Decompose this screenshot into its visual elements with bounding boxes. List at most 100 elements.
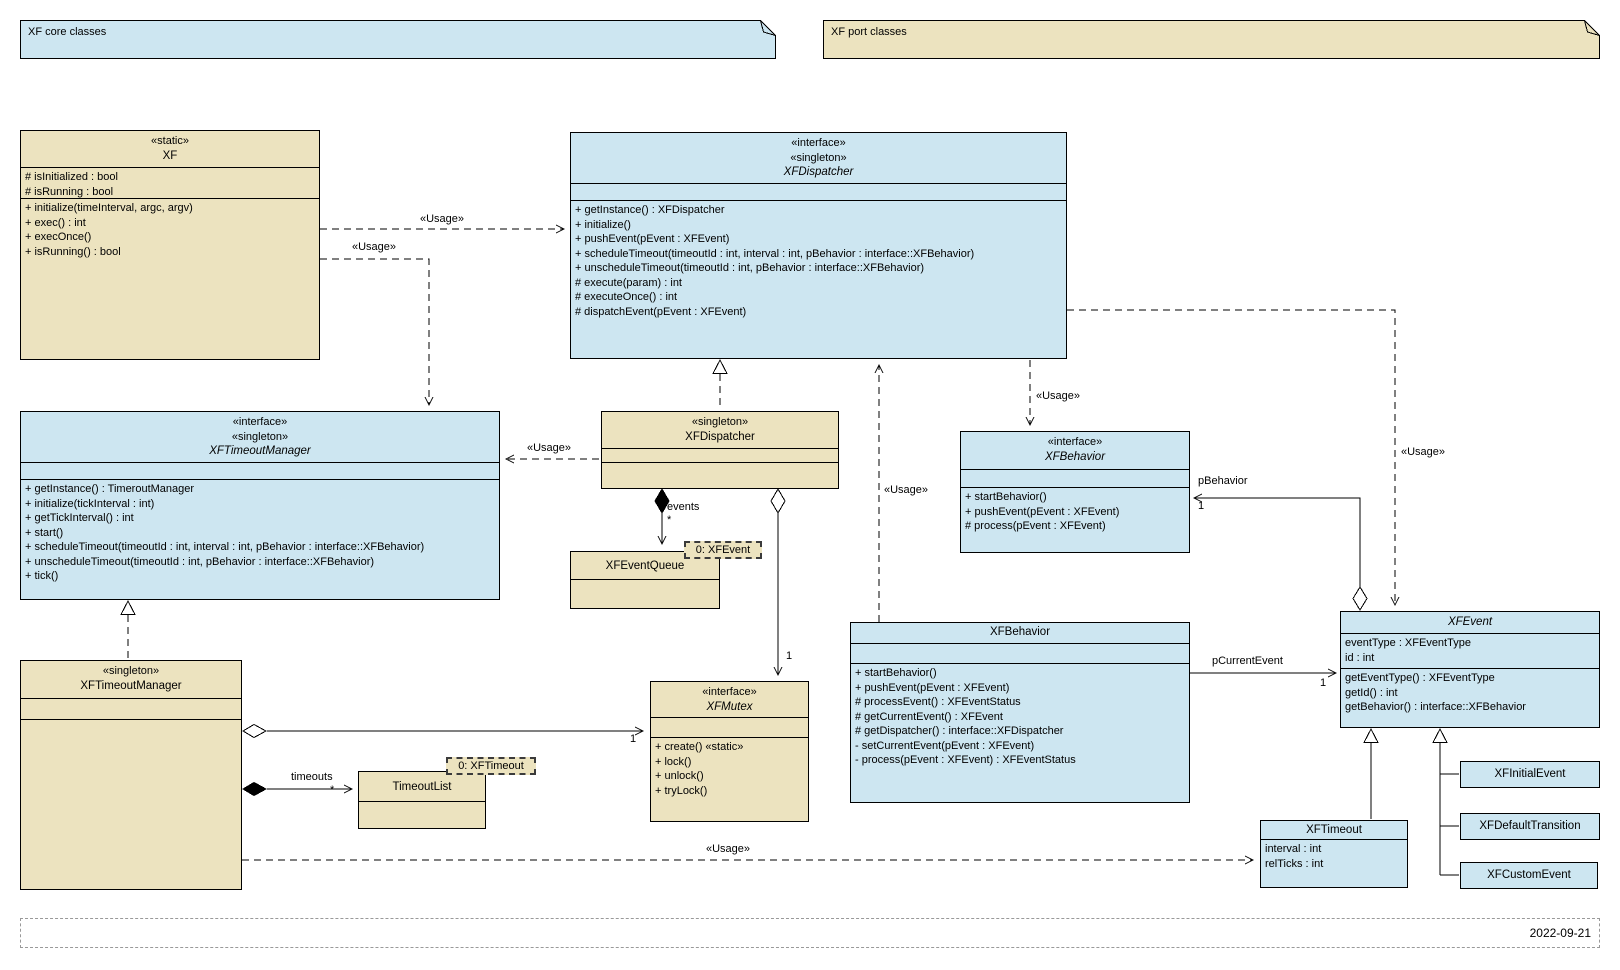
object-xftimeout: 0: XFTimeout	[446, 757, 536, 775]
edge-label-pcurrentevent: pCurrentEvent	[1212, 655, 1283, 667]
class-timeoutlist-header: TimeoutList	[359, 772, 485, 802]
class-xfdispatcher-interface-header: «interface» «singleton» XFDispatcher	[571, 133, 1066, 184]
note-xf-port-classes-shape	[823, 20, 1600, 59]
object-xftimeout-label: 0: XFTimeout	[458, 760, 524, 772]
class-xfmutex-attributes	[651, 718, 808, 738]
object-xfevent: 0: XFEvent	[684, 541, 762, 559]
class-xfmutex-operations: + create() «static»+ lock()+ unlock()+ t…	[655, 741, 744, 797]
edge-label-usage: «Usage»	[884, 484, 929, 496]
class-xfdispatcher-interface: «interface» «singleton» XFDispatcher + g…	[570, 132, 1067, 359]
class-name: XFTimeoutManager	[80, 679, 182, 692]
class-timeoutlist: TimeoutList	[358, 771, 486, 829]
edge-label-usage: «Usage»	[1401, 446, 1446, 458]
edge-usage-xfdispatcher-to-xfevent	[1067, 309, 1400, 607]
class-name: TimeoutList	[392, 781, 452, 793]
class-xfeventqueue-body	[571, 580, 719, 608]
class-xfbehavior-interface-header: «interface» XFBehavior	[961, 432, 1189, 470]
class-xfbehavior-interface-attributes	[961, 470, 1189, 488]
class-xfeventqueue: XFEventQueue	[570, 551, 720, 609]
composition-diamond-icon	[242, 781, 268, 797]
note-fold-icon	[760, 20, 776, 36]
diagram-date-strip: 2022-09-21	[20, 918, 1600, 948]
class-xfmutex-header: «interface» XFMutex	[651, 682, 808, 718]
edge-label-usage: «Usage»	[352, 241, 397, 253]
class-xftimeout-header: XFTimeout	[1261, 821, 1407, 840]
edge-label-multiplicity-one: 1	[1320, 677, 1327, 689]
edge-label-multiplicity-one: 1	[786, 650, 793, 662]
class-xftimeoutmanager-singleton-header: «singleton» XFTimeoutManager	[21, 661, 241, 699]
class-xftimeoutmanager-interface-operations: + getInstance() : TimeroutManager+ initi…	[25, 483, 425, 582]
stereotype: «interface»	[702, 686, 757, 698]
class-xfbehavior-interface: «interface» XFBehavior + startBehavior()…	[960, 431, 1190, 553]
stereotype: «singleton»	[231, 430, 289, 443]
composition-diamond-icon	[654, 488, 670, 514]
edge-label-pbehavior: pBehavior	[1198, 475, 1248, 487]
class-xf-operations: + initialize(timeInterval, argc, argv)+ …	[25, 202, 193, 258]
class-timeoutlist-body	[359, 802, 485, 828]
aggregation-diamond-icon	[1352, 586, 1368, 611]
class-xfevent-header: XFEvent	[1341, 612, 1599, 634]
class-xftimeoutmanager-singleton-operations	[21, 720, 241, 889]
aggregation-diamond-icon	[242, 723, 268, 739]
class-name: XFBehavior	[989, 626, 1051, 638]
class-xfdispatcher-singleton-operations	[602, 463, 838, 488]
stereotype: «static»	[151, 135, 189, 147]
realization-triangle-icon	[120, 599, 136, 615]
class-xfbehavior: XFBehavior + startBehavior()+ pushEvent(…	[850, 622, 1190, 803]
edge-label-multiplicity-many: *	[667, 514, 672, 526]
edge-label-events: events	[667, 501, 700, 513]
generalization-triangle-icon	[1363, 727, 1379, 743]
stereotype: «singleton»	[102, 665, 160, 677]
edge-label-multiplicity-one: 1	[1198, 500, 1205, 512]
class-name: XFEvent	[1447, 616, 1493, 628]
class-xftimeoutmanager-singleton: «singleton» XFTimeoutManager	[20, 660, 242, 890]
class-xftimeoutmanager-interface-header: «interface» «singleton» XFTimeoutManager	[21, 412, 499, 463]
class-name: XFDispatcher	[685, 430, 755, 443]
class-name: XFEventQueue	[605, 560, 685, 572]
class-name: XFInitialEvent	[1494, 768, 1566, 781]
class-xfbehavior-interface-operations: + startBehavior()+ pushEvent(pEvent : XF…	[965, 491, 1120, 532]
stereotype: «interface»	[791, 137, 846, 149]
edge-label-usage: «Usage»	[420, 213, 465, 225]
class-name: XFTimeoutManager	[209, 445, 311, 457]
edge-label-multiplicity-one: 1	[630, 733, 637, 745]
class-xftimeoutmanager-singleton-attributes	[21, 699, 241, 720]
stereotype: «singleton»	[790, 151, 847, 164]
diagram-date: 2022-09-21	[1529, 926, 1591, 940]
class-xfbehavior-operations: + startBehavior()+ pushEvent(pEvent : XF…	[855, 667, 1076, 766]
class-xftimeoutmanager-interface: «interface» «singleton» XFTimeoutManager…	[20, 411, 500, 600]
class-xfeventqueue-header: XFEventQueue	[571, 552, 719, 580]
edge-label-multiplicity-many: *	[330, 784, 335, 796]
edge-label-usage: «Usage»	[527, 442, 572, 454]
edge-aggregation-xfevent-pbehavior	[1192, 493, 1361, 587]
class-name: XFDefaultTransition	[1479, 820, 1581, 833]
class-xfdispatcher-singleton-attributes	[602, 449, 838, 463]
note-fold-icon	[1584, 20, 1600, 36]
class-xfdefaulttransition: XFDefaultTransition	[1460, 813, 1600, 840]
object-xfevent-label: 0: XFEvent	[695, 544, 751, 556]
class-xfbehavior-header: XFBehavior	[851, 623, 1189, 644]
class-xf-attributes: # isInitialized : bool# isRunning : bool	[21, 168, 319, 199]
class-xfcustomevent: XFCustomEvent	[1460, 862, 1598, 889]
realization-triangle-icon	[712, 358, 728, 374]
class-xfdispatcher-interface-attributes	[571, 184, 1066, 201]
class-name: XFDispatcher	[783, 166, 854, 178]
class-name: XFTimeout	[1306, 824, 1362, 836]
generalization-triangle-icon	[1432, 727, 1448, 743]
class-xfdispatcher-interface-operations: + getInstance() : XFDispatcher+ initiali…	[575, 204, 975, 318]
class-xf: «static» XF # isInitialized : bool# isRu…	[20, 130, 320, 360]
class-name: XF	[162, 149, 178, 162]
note-xf-core-classes-shape	[20, 20, 776, 59]
class-xfdispatcher-singleton-header: «singleton» XFDispatcher	[602, 412, 838, 449]
class-name: XFBehavior	[1044, 450, 1106, 463]
edge-label-usage: «Usage»	[706, 843, 751, 855]
stereotype: «singleton»	[691, 416, 749, 428]
edge-label-timeouts: timeouts	[291, 771, 333, 783]
